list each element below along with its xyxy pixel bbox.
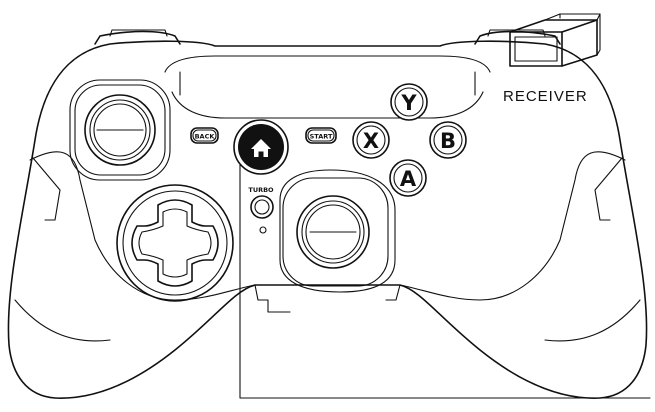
start-label: START	[310, 133, 333, 141]
controller-body	[7, 40, 648, 399]
dpad[interactable]	[116, 184, 234, 302]
button-y-label: Y	[400, 91, 417, 115]
back-button[interactable]: BACK	[190, 127, 219, 144]
usb-receiver-icon	[509, 13, 601, 67]
button-y[interactable]: Y	[390, 83, 428, 121]
home-icon	[251, 139, 271, 157]
button-x[interactable]: X	[352, 121, 390, 159]
receiver-label: RECEIVER	[503, 88, 588, 105]
left-bumper[interactable]	[94, 29, 181, 45]
button-b[interactable]: B	[429, 121, 467, 159]
button-a-label: A	[400, 167, 417, 191]
back-label: BACK	[195, 133, 216, 141]
home-button[interactable]	[233, 119, 289, 175]
start-button[interactable]: START	[305, 127, 337, 144]
right-thumbstick[interactable]	[279, 169, 396, 293]
turbo-label: TURBO	[248, 186, 274, 194]
leader-line	[239, 164, 651, 399]
button-a[interactable]: A	[389, 159, 427, 197]
button-x-label: X	[363, 129, 379, 153]
left-thumbstick[interactable]	[69, 79, 171, 181]
center-shell	[164, 55, 491, 119]
button-b-label: B	[440, 129, 456, 153]
led-indicator	[259, 226, 267, 234]
turbo-button[interactable]: TURBO	[248, 186, 274, 219]
